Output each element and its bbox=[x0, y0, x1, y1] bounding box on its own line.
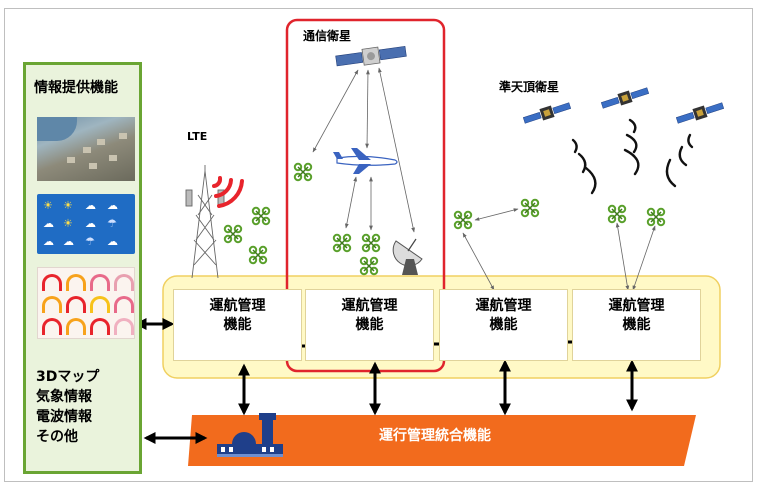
qzss-satellite-icon bbox=[599, 84, 651, 112]
airplane-icon bbox=[333, 148, 398, 174]
info-item-3d-map: 3Dマップ bbox=[36, 369, 100, 385]
nav-function-title: 運航管理 bbox=[209, 298, 266, 314]
info-item-weather: 気象情報 bbox=[36, 389, 92, 405]
nav-function-subtitle: 機能 bbox=[489, 317, 518, 333]
nav-function-subtitle: 機能 bbox=[622, 317, 651, 333]
info-item-other: その他 bbox=[36, 429, 78, 445]
nav-function-title: 運航管理 bbox=[475, 298, 532, 314]
radio-wave-thumbnail bbox=[37, 267, 135, 339]
nav-function-title: 運航管理 bbox=[341, 298, 398, 314]
integration-label: 運行管理統合機能 bbox=[379, 428, 491, 444]
nav-function-box: 運航管理機能 bbox=[439, 289, 568, 361]
nav-function-box: 運航管理機能 bbox=[305, 289, 434, 361]
integration-bar bbox=[188, 415, 696, 466]
satellite-dish-icon bbox=[392, 238, 423, 275]
comm-satellite-label: 通信衛星 bbox=[303, 29, 352, 43]
qzss-satellite-icon bbox=[521, 99, 573, 127]
nav-function-box: 運航管理機能 bbox=[572, 289, 701, 361]
info-item-radio: 電波情報 bbox=[36, 409, 92, 425]
info-provision-panel: 情報提供機能 ☀ ☀ ☁ ☁ ☁ ☀ ☁ ☂ ☁ ☁ ☂ ☁ 3Dマップ 気象情… bbox=[23, 62, 142, 474]
satellite-links bbox=[312, 67, 656, 291]
qzss-satellite-icon bbox=[674, 99, 726, 127]
nav-function-box: 運航管理機能 bbox=[173, 289, 302, 361]
nav-function-title: 運航管理 bbox=[608, 298, 665, 314]
control-tower-icon bbox=[217, 413, 283, 457]
qzss-signal-waves bbox=[571, 118, 694, 195]
communication-satellite-icon bbox=[335, 45, 407, 67]
signal-wave-icon bbox=[212, 176, 244, 208]
nav-function-subtitle: 機能 bbox=[223, 317, 252, 333]
cell-tower-icon bbox=[185, 165, 225, 279]
lte-label: LTE bbox=[187, 130, 208, 143]
nav-function-subtitle: 機能 bbox=[355, 317, 384, 333]
qzss-label: 準天頂衛星 bbox=[499, 80, 560, 94]
info-panel-title: 情報提供機能 bbox=[34, 80, 118, 96]
info-items-list: 3Dマップ 気象情報 電波情報 その他 bbox=[36, 367, 99, 447]
comm-satellite-highlight bbox=[285, 18, 446, 373]
3d-map-thumbnail bbox=[37, 117, 135, 181]
weather-thumbnail: ☀ ☀ ☁ ☁ ☁ ☀ ☁ ☂ ☁ ☁ ☂ ☁ bbox=[37, 194, 135, 254]
